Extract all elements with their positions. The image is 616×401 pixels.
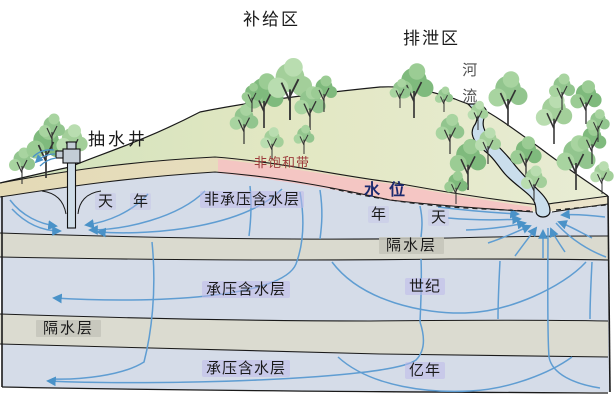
water-table-label: 水位: [364, 182, 415, 199]
discharge-area-label: 排泄区: [403, 29, 460, 48]
residence-time-hundred-million-years: 亿年: [405, 362, 446, 380]
water-table-line: [329, 187, 607, 212]
aquitard-upper-label: 隔水层: [379, 237, 445, 255]
flow-lines: [9, 185, 607, 393]
well-spray: [32, 149, 57, 167]
aquitard-lower-label: 隔水层: [36, 320, 102, 338]
pumping-well-graphic: [32, 141, 102, 229]
unsaturated-zone-label: 非饱和带: [254, 155, 311, 170]
recharge-area-label: 补给区: [243, 10, 300, 29]
residence-time-day-left: 天: [95, 193, 117, 211]
residence-time-year-left: 年: [130, 193, 152, 211]
confined-aquifer-lower-label: 承压含水层: [202, 360, 291, 378]
trees: [9, 57, 614, 204]
pumping-well-label: 抽水井: [88, 130, 148, 149]
unconfined-aquifer-label: 非承压含水层: [200, 191, 305, 209]
residence-time-year-right: 年: [368, 206, 390, 224]
confined-aquifer-upper-label: 承压含水层: [202, 281, 291, 299]
residence-time-day-right: 天: [428, 209, 450, 227]
river-label: 河流: [460, 62, 478, 114]
residence-time-century: 世纪: [405, 278, 446, 296]
